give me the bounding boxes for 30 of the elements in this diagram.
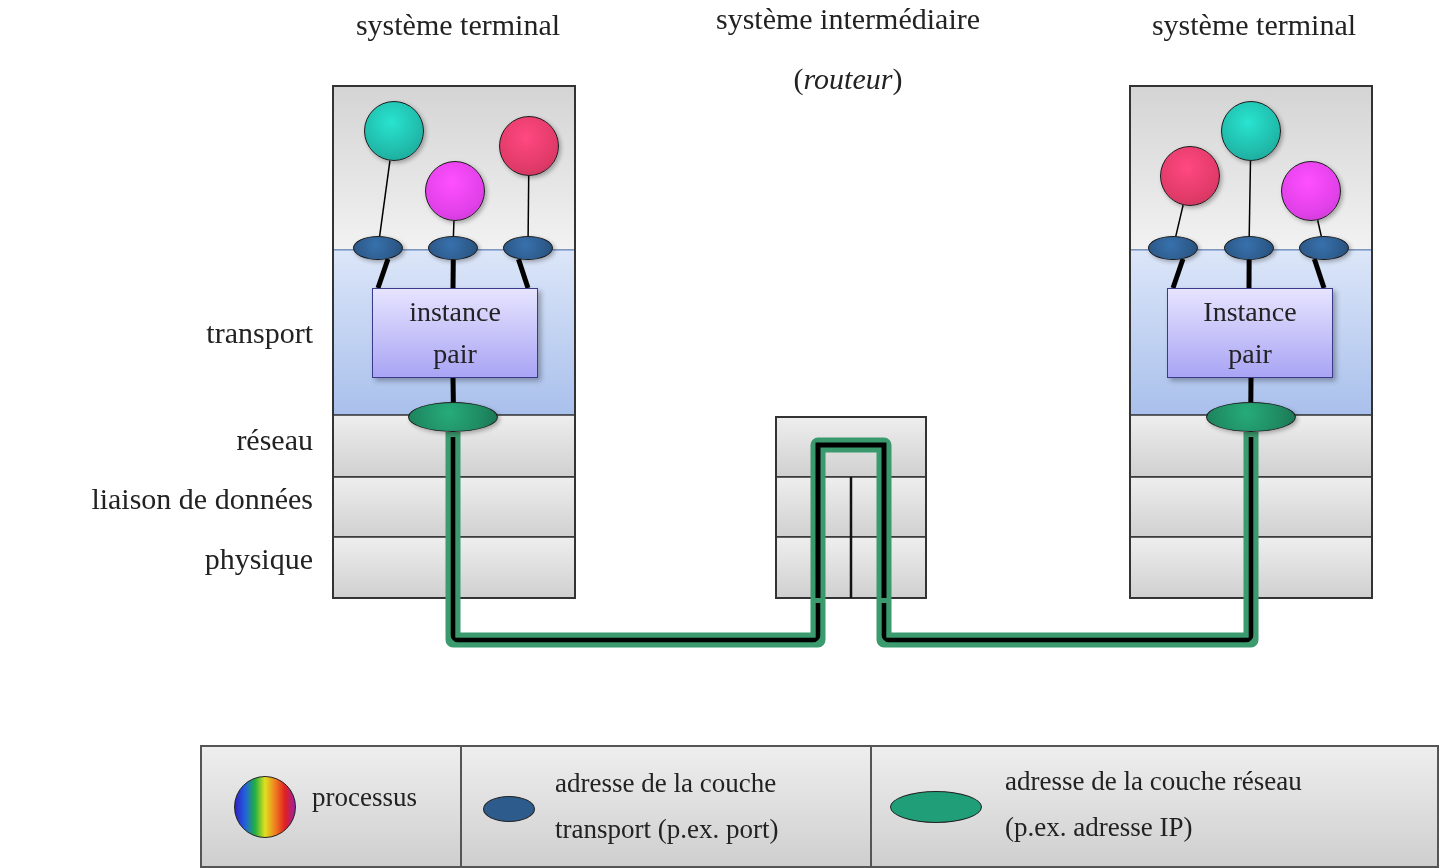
connector-line: [450, 377, 456, 403]
peer-instance-box: instance pair: [372, 288, 538, 378]
layer-label: réseau: [236, 423, 313, 457]
connector-line: [375, 258, 391, 289]
connector-line: [1248, 160, 1252, 237]
connector-line: [1170, 258, 1186, 289]
layer-label: liaison de données: [91, 482, 313, 516]
connector-line: [1316, 219, 1323, 237]
connector-line: [452, 220, 455, 237]
system-heading: système intermédiaire: [715, 2, 981, 36]
connector-line: [1246, 260, 1252, 288]
system-heading: système terminal: [355, 8, 561, 42]
connector-line: [527, 175, 530, 237]
peer-instance-box: Instance pair: [1167, 288, 1333, 378]
network-route: [445, 432, 826, 648]
router-stack: [776, 417, 926, 598]
layer-label: transport: [206, 316, 313, 350]
connector-line: [1312, 258, 1327, 289]
connector-line: [1248, 378, 1254, 402]
network-route: [876, 432, 1259, 648]
legend-label: processus: [312, 781, 418, 814]
connector-line: [378, 159, 391, 237]
connector-line: [516, 258, 531, 289]
connector-line: [1175, 204, 1184, 237]
connector-line: [450, 259, 456, 289]
system-heading: système terminal: [1151, 8, 1357, 42]
legend-label: adresse de la couche réseau (p.ex. adresse IP): [1005, 765, 1303, 844]
layer-label: physique: [204, 542, 313, 576]
system-heading: (routeur): [793, 62, 903, 96]
legend-label: adresse de la couche transport (p.ex. port): [555, 767, 780, 846]
